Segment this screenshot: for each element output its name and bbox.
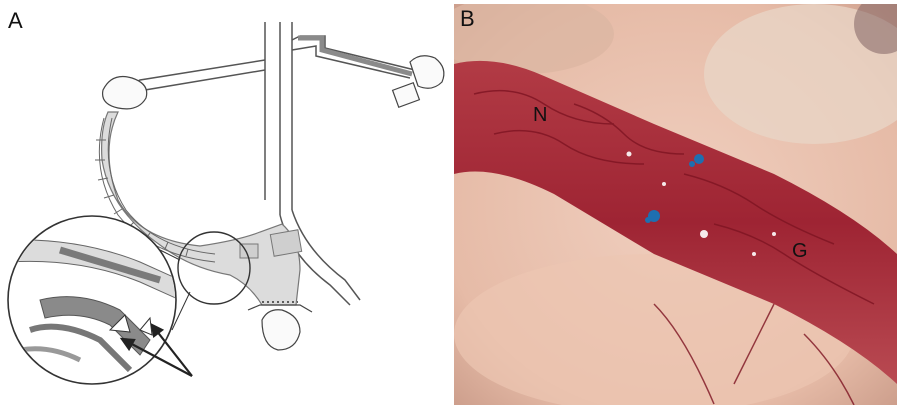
marker-n: N: [533, 104, 547, 127]
panel-label-a: A: [8, 8, 23, 34]
panel-label-b: B: [460, 6, 475, 32]
surgical-photo: [454, 4, 897, 405]
clamp-right: [393, 56, 444, 107]
clamp-bottom: [248, 305, 312, 350]
marker-g: G: [792, 240, 808, 263]
clamp-left: [103, 77, 147, 109]
schematic-diagram: [0, 0, 452, 409]
